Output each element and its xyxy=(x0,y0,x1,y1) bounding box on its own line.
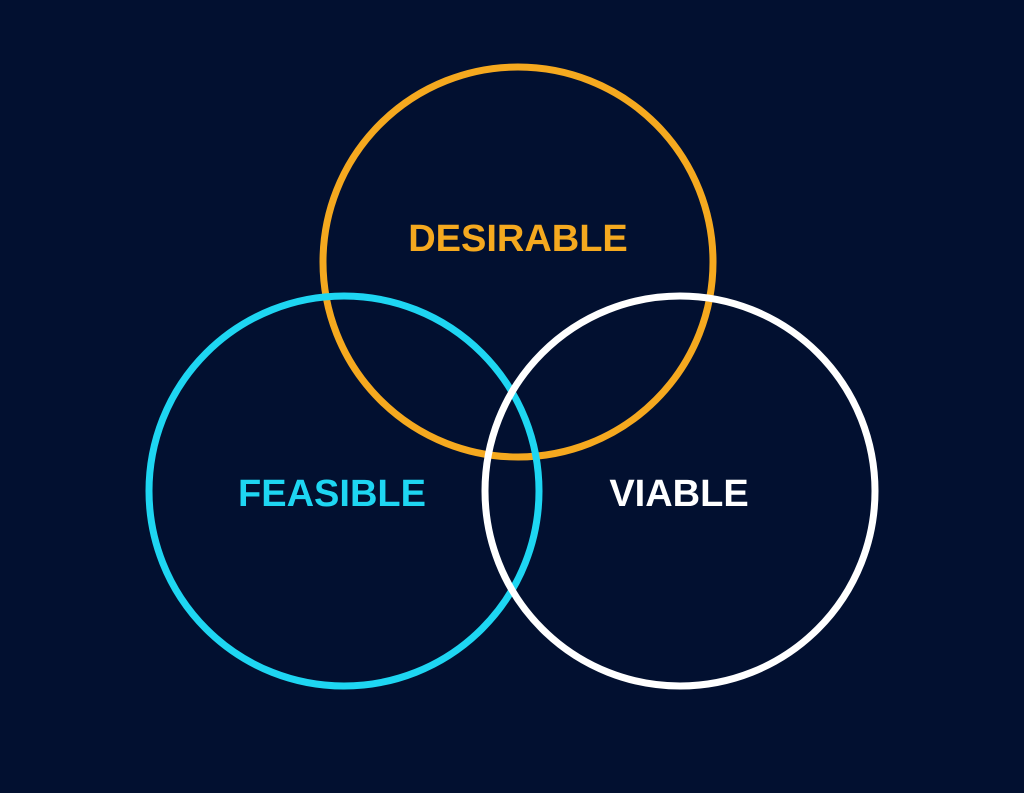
feasible-circle xyxy=(145,292,543,690)
desirable-circle xyxy=(319,63,717,461)
viable-circle xyxy=(481,292,879,690)
viable-label: VIABLE xyxy=(609,473,748,515)
feasible-label: FEASIBLE xyxy=(238,473,426,515)
desirable-label: DESIRABLE xyxy=(408,218,628,260)
